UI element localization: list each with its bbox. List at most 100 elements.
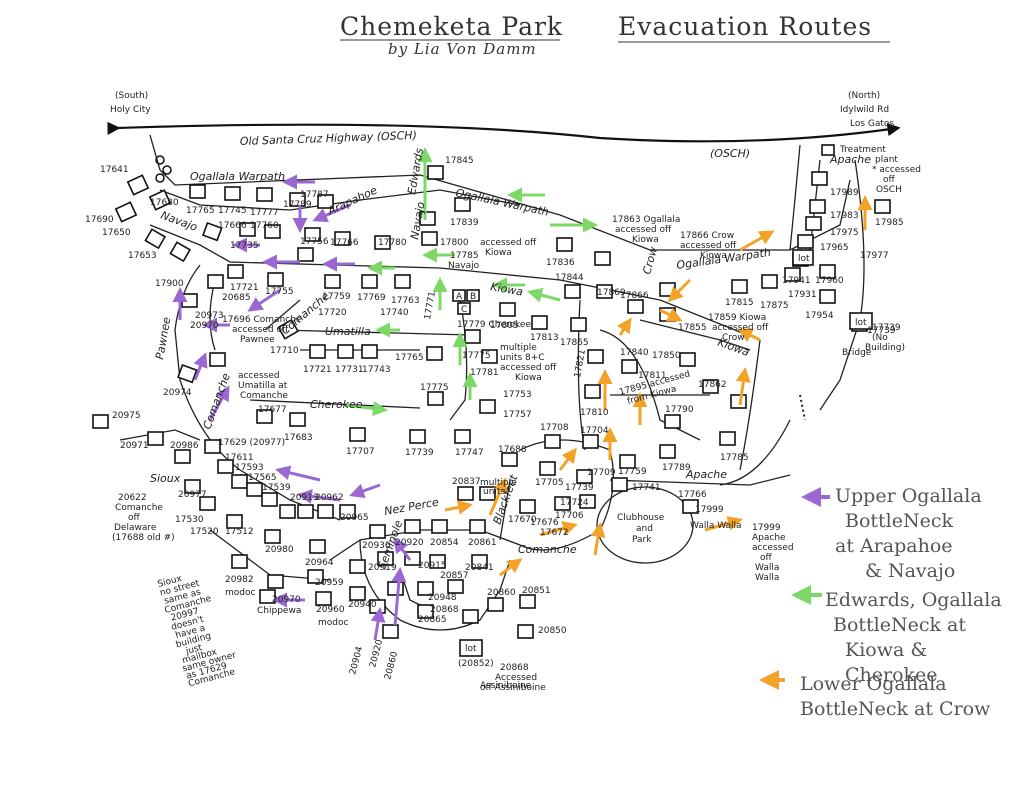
note-acc-kiowa: accessed off [480, 238, 537, 248]
cherokee-label-2: 17779 Cherokee [457, 320, 531, 330]
address-17611: 17611 [225, 453, 254, 463]
note-17999-6: Walla [755, 573, 779, 583]
and-label: and [636, 524, 653, 534]
address-17765b: 17765 [395, 353, 424, 363]
south-label: (South) [115, 91, 148, 101]
address-17520: 17520 [190, 527, 219, 537]
note-20868-2: Accessed [495, 673, 537, 683]
note-20622-2: Comanche [115, 503, 163, 513]
legend-upper-ogallala: Upper Ogallala BottleNeck at Arapahoe & … [835, 484, 982, 584]
comanche-label-3: Comanche [518, 543, 577, 556]
address-17741: 17741 [632, 483, 661, 493]
address-17710: 17710 [270, 346, 299, 356]
note-multi-units: multiple [480, 478, 517, 488]
address-17965: 17965 [820, 243, 849, 253]
note-20622-3: off [128, 513, 141, 523]
address-17840: 17840 [620, 348, 649, 358]
assiniboine-label: Assiniboine [480, 681, 532, 691]
address-17641: 17641 [100, 165, 129, 175]
address-17865: 17865 [560, 338, 589, 348]
address-20940: 20940 [348, 600, 377, 610]
address-17844: 17844 [555, 273, 584, 283]
address-17787: 17787 [300, 190, 329, 200]
address-17765: 17765 [186, 206, 215, 216]
address-20857: 20857 [440, 571, 469, 581]
address-20971: 20971 [120, 441, 149, 451]
address-17593: 17593 [235, 463, 264, 473]
note-multi: multiple [500, 343, 537, 353]
idylwild-label: Idylwild Rd [840, 105, 889, 115]
address-20915: 20915 [418, 561, 447, 571]
address-20977: 20977 [178, 490, 207, 500]
osch-label: OSCH [876, 185, 902, 195]
note-acc-kiowa-2: Kiowa [485, 248, 512, 258]
address-17704: 17704 [580, 426, 609, 436]
address-20962: 20962 [315, 493, 344, 503]
sioux-label: Sioux [150, 472, 181, 485]
legend-edwards-ogallala: Edwards, Ogallala BottleNeck at Kiowa & … [825, 588, 1024, 688]
holy-city-label: Holy City [110, 105, 151, 115]
address-17850: 17850 [652, 351, 681, 361]
note-umat-2: Umatilla at [238, 381, 288, 391]
address-17989: 17989 [830, 188, 859, 198]
address-17743: 17743 [362, 365, 391, 375]
legend-purple-line-1: Upper Ogallala [835, 485, 982, 507]
cherokee-label-1: Cherokee [310, 398, 363, 411]
legend-green-line-1: Edwards, Ogallala [825, 589, 1002, 611]
address-20980: 20980 [265, 545, 294, 555]
address-17688: 17688 [498, 445, 527, 455]
address-20975: 20975 [112, 411, 141, 421]
address-17810: 17810 [580, 408, 609, 418]
address-17777: 17777 [250, 208, 279, 218]
address-17766: 17766 [330, 238, 359, 248]
address-17760: 17760 [250, 221, 279, 231]
chippewa-label: Chippewa [257, 606, 301, 616]
accessed-label: * accessed [872, 165, 921, 175]
address-17690: 17690 [85, 215, 114, 225]
note-17999: 17999 [752, 523, 781, 533]
address-20982: 20982 [225, 575, 254, 585]
address-20964: 20964 [305, 558, 334, 568]
address-17845: 17845 [445, 156, 474, 166]
address-17739: 17739 [405, 448, 434, 458]
place-labels: (South) Holy City (North) Idylwild Rd Lo… [110, 91, 921, 545]
address-17735: 17735 [230, 241, 259, 251]
edwards-label: Edwards [405, 147, 426, 196]
note-sioux-9: just [184, 643, 204, 657]
address-17781: 17781 [470, 368, 499, 378]
address-20850: 20850 [538, 626, 567, 636]
address-17724: 17724 [560, 498, 589, 508]
note-umat-3: Comanche [240, 391, 288, 401]
note-17696: 17696 Comanche [222, 315, 302, 325]
address-20973: 20973 [195, 311, 224, 321]
address-17650: 17650 [102, 228, 131, 238]
umatilla-label: Umatilla [325, 325, 371, 338]
treatment-label: Treatment [839, 145, 886, 155]
map-heading: Evacuation Routes [618, 12, 873, 41]
address-17740: 17740 [380, 308, 409, 318]
note-17859-3: Crow [722, 333, 745, 343]
address-17512: 17512 [225, 527, 254, 537]
address-20965: 20965 [340, 513, 369, 523]
address-17747: 17747 [455, 448, 484, 458]
address-17759: 17759 [322, 292, 351, 302]
address-17757: 17757 [503, 410, 532, 420]
address-20959: 20959 [315, 578, 344, 588]
apache-label-1: Apache [829, 153, 871, 166]
note-20868: 20868 [500, 663, 529, 673]
note-17785: 17785 [450, 251, 479, 261]
address-20913: 20913 [290, 493, 319, 503]
address-17869: 17869 [597, 288, 626, 298]
address-20860: 20860 [487, 588, 516, 598]
address-20920b: 20920 [368, 638, 385, 669]
address-17815: 17815 [725, 298, 754, 308]
legend-arrows [759, 487, 830, 690]
address-17900: 17900 [155, 279, 184, 289]
note-17866: 17866 Crow [680, 231, 734, 241]
note-17999-2: Apache [752, 533, 786, 543]
address-17756: 17756 [300, 237, 329, 247]
comanche-label-2: Comanche [201, 371, 233, 431]
legend-lower-ogallala: Lower Ogallala BottleNeck at Crow [800, 672, 990, 722]
note-multi-4: Kiowa [515, 373, 542, 383]
